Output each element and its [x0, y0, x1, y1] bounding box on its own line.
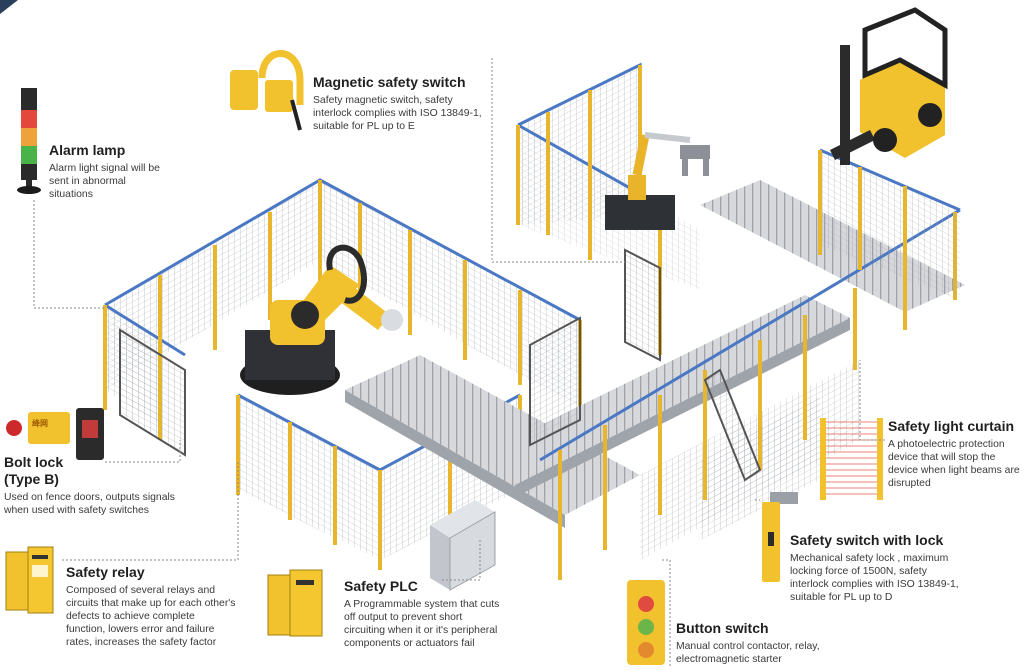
- callout-title: Safety relay: [66, 564, 145, 580]
- callout-alarm-lamp: Alarm lamp Alarm light signal will be se…: [49, 142, 169, 201]
- callout-description: Alarm light signal will be sent in abnor…: [49, 163, 160, 200]
- callout-description: Mechanical safety lock , maximum locking…: [790, 553, 959, 603]
- callout-button-switch: Button switch Manual control contactor, …: [676, 620, 841, 666]
- callout-title: Magnetic safety switch: [313, 74, 466, 90]
- alarm-lamp-device: [17, 88, 41, 194]
- callout-title: Button switch: [676, 620, 769, 636]
- callout-title: Safety light curtain: [888, 418, 1015, 434]
- safety-relay-device: [5, 546, 54, 614]
- callout-safety-relay: Safety relay Composed of several relays …: [66, 564, 236, 649]
- callout-title: Safety switch with lock: [790, 532, 944, 548]
- small-robot: [628, 132, 710, 200]
- back-cell: [516, 62, 710, 355]
- magnetic-switch-device: [230, 50, 304, 131]
- callout-bolt-lock: Bolt lock (Type B) Used on fence doors, …: [4, 454, 179, 517]
- light-curtain-device: [820, 418, 883, 500]
- button-switch-device: [627, 580, 665, 665]
- callout-description: Manual control contactor, relay, electro…: [676, 641, 820, 665]
- callout-description: Safety magnetic switch, safety interlock…: [313, 95, 482, 132]
- callout-magnetic-safety-switch: Magnetic safety switch Safety magnetic s…: [313, 74, 483, 133]
- callout-title: Bolt lock (Type B): [4, 454, 64, 487]
- safety-lock-device: [762, 492, 798, 582]
- callout-safety-switch-with-lock: Safety switch with lock Mechanical safet…: [790, 532, 968, 604]
- right-back-fence: [818, 148, 961, 300]
- main-robot: [240, 244, 403, 395]
- corner-mark: [0, 0, 18, 14]
- callout-title: Safety PLC: [344, 578, 418, 594]
- callout-description: Used on fence doors, outputs signals whe…: [4, 492, 175, 516]
- callout-safety-light-curtain: Safety light curtain A photoelectric pro…: [888, 418, 1028, 490]
- control-cabinet: [430, 500, 496, 591]
- leader-lines: [33, 58, 885, 666]
- bolt-lock-device-label: 绛网: [32, 419, 48, 428]
- callout-title: Alarm lamp: [49, 142, 126, 158]
- fence-doors: [119, 248, 762, 482]
- callout-description: Composed of several relays and circuits …: [66, 585, 236, 648]
- bolt-lock-device: [6, 408, 104, 460]
- callout-description: A photoelectric protection device that w…: [888, 439, 1020, 489]
- forklift: [830, 7, 948, 165]
- safety-plc-device: [267, 569, 323, 637]
- callout-safety-plc: Safety PLC A Programmable system that cu…: [344, 578, 504, 650]
- callout-description: A Programmable system that cuts off outp…: [344, 599, 500, 649]
